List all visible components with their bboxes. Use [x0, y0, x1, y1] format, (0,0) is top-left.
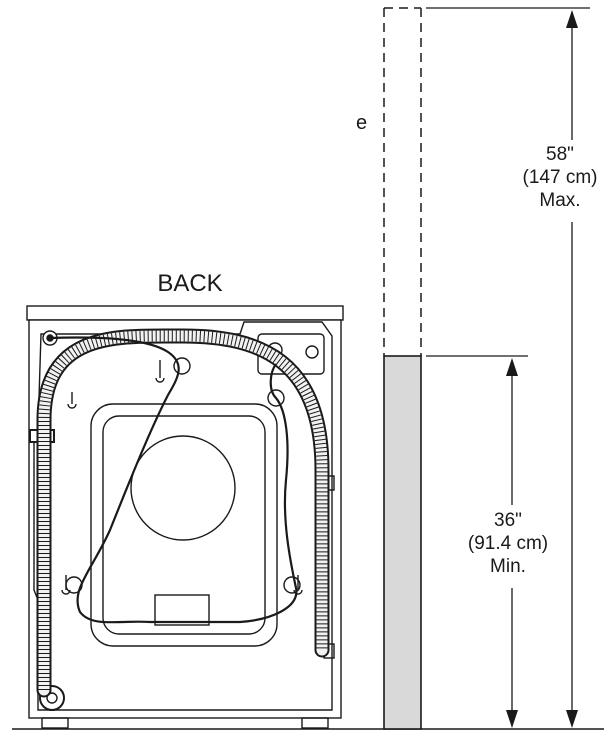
foot-left	[42, 718, 68, 728]
min-arrow-down	[506, 710, 518, 728]
max-height-cm: (147 cm)	[500, 166, 616, 189]
washer-top-rim	[27, 306, 343, 320]
cabinet	[384, 356, 421, 729]
edge-glyph: e	[356, 112, 370, 135]
min-height-label: 36" (91.4 cm) Min.	[448, 509, 568, 578]
dimension-max	[426, 8, 590, 728]
min-arrow-up	[506, 358, 518, 376]
min-height-cm: (91.4 cm)	[448, 532, 568, 555]
max-arrow-down	[566, 710, 578, 728]
max-height-inches: 58"	[500, 143, 616, 166]
cabinet-outline	[384, 8, 421, 729]
foot-right	[302, 718, 328, 728]
min-height-qualifier: Min.	[448, 555, 568, 578]
max-height-label: 58" (147 cm) Max.	[500, 143, 616, 212]
back-label: BACK	[120, 270, 260, 298]
max-arrow-up	[566, 10, 578, 28]
min-height-inches: 36"	[448, 509, 568, 532]
max-height-qualifier: Max.	[500, 189, 616, 212]
